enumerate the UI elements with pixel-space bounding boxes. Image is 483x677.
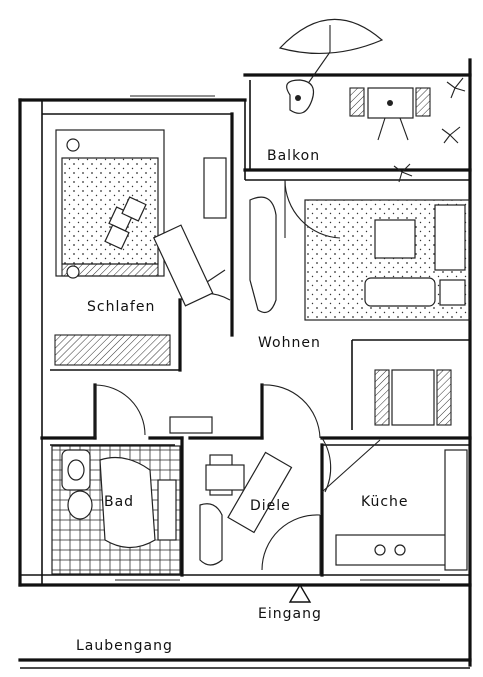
living-furniture (249, 163, 471, 426)
room-label-laubengang: Laubengang (76, 638, 173, 654)
hall-kitchen-fixtures (199, 449, 468, 571)
room-label-balkon: Balkon (267, 148, 321, 164)
room-label-wohnen: Wohnen (258, 335, 321, 351)
exterior-walls (18, 58, 472, 669)
room-label-diele: Diele (250, 498, 291, 514)
room-label-eingang: Eingang (258, 606, 322, 622)
bathroom-fixtures (51, 416, 213, 575)
balcony-furniture (278, 18, 466, 144)
room-label-kueche: Küche (361, 494, 409, 510)
entrance-triangle-icon (288, 583, 312, 603)
bedroom-furniture (54, 129, 227, 366)
room-label-schlafen: Schlafen (87, 299, 156, 315)
room-label-bad: Bad (104, 494, 135, 510)
